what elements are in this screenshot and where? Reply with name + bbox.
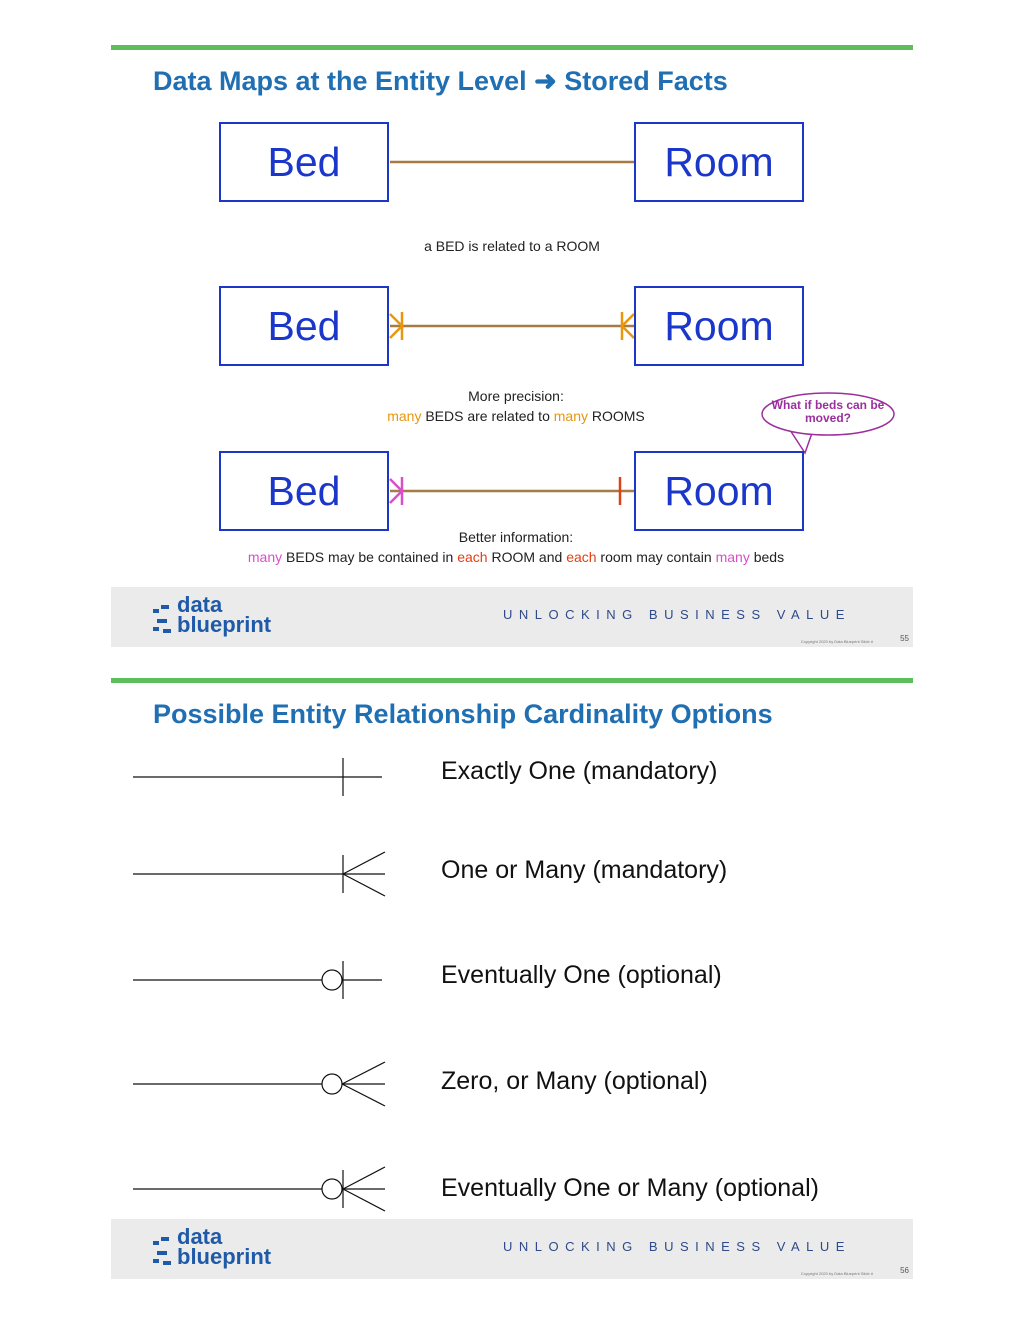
entity-bed-3: Bed [219, 451, 389, 531]
tagline: UNLOCKING BUSINESS VALUE [503, 1239, 851, 1254]
copyright: Copyright 2020 by Data Blueprint Slide # [800, 1271, 873, 1276]
logo-text-data: data [177, 592, 223, 617]
caption-3-line1: Better information: [458, 529, 574, 545]
caption-1: a BED is related to a ROOM [424, 238, 600, 254]
crowfoot-left-magenta [389, 477, 404, 505]
caption-2-line2: many BEDS are related to many ROOMS [387, 408, 645, 424]
option-label-4: Zero, or Many (optional) [441, 1067, 708, 1095]
caption-2-line1: More precision: [468, 388, 564, 404]
crowfoot-right-orange [620, 312, 635, 340]
slide1-connectors [389, 160, 813, 505]
logo-text-blueprint: blueprint [177, 612, 272, 637]
slide1-top-rule [111, 45, 913, 50]
page-number: 56 [900, 1266, 909, 1275]
data-blueprint-logo: data blueprint [151, 1226, 311, 1271]
bubble-text: What if beds can be moved? [771, 398, 885, 425]
slide2-footer: data blueprint UNLOCKING BUSINESS VALUE … [111, 1219, 913, 1279]
notation-many-mandatory [133, 851, 386, 897]
notation-one-optional [133, 961, 382, 999]
entity-room-3: Room [634, 451, 804, 531]
option-label-5: Eventually One or Many (optional) [441, 1174, 819, 1202]
entity-room-2: Room [634, 286, 804, 366]
notation-one-or-many-optional [133, 1166, 386, 1212]
entity-bed-1: Bed [219, 122, 389, 202]
data-blueprint-logo: data blueprint [151, 594, 311, 639]
notation-many-optional [133, 1061, 386, 1107]
bubble-shape [761, 392, 895, 436]
option-label-2: One or Many (mandatory) [441, 856, 728, 884]
logo-text-data: data [177, 1224, 223, 1249]
tagline: UNLOCKING BUSINESS VALUE [503, 607, 851, 622]
slide1-footer: data blueprint UNLOCKING BUSINESS VALUE … [111, 587, 913, 647]
option-label-1: Exactly One (mandatory) [441, 757, 718, 785]
caption-3-line2: many BEDS may be contained in each ROOM … [247, 549, 785, 565]
copyright: Copyright 2020 by Data Blueprint Slide # [800, 639, 873, 644]
bubble-tail [789, 429, 813, 455]
entity-room-1: Room [634, 122, 804, 202]
notation-one-mandatory [133, 758, 382, 796]
crowfoot-left-orange [389, 312, 404, 340]
slide2-title: Possible Entity Relationship Cardinality… [153, 699, 773, 729]
logo-text-blueprint: blueprint [177, 1244, 272, 1269]
option-label-3: Eventually One (optional) [441, 961, 722, 989]
question-bubble: What if beds can be moved? [760, 391, 896, 437]
slide2-top-rule [111, 678, 913, 683]
slide1-title: Data Maps at the Entity Level ➜ Stored F… [153, 66, 728, 96]
entity-bed-2: Bed [219, 286, 389, 366]
page-number: 55 [900, 634, 909, 643]
